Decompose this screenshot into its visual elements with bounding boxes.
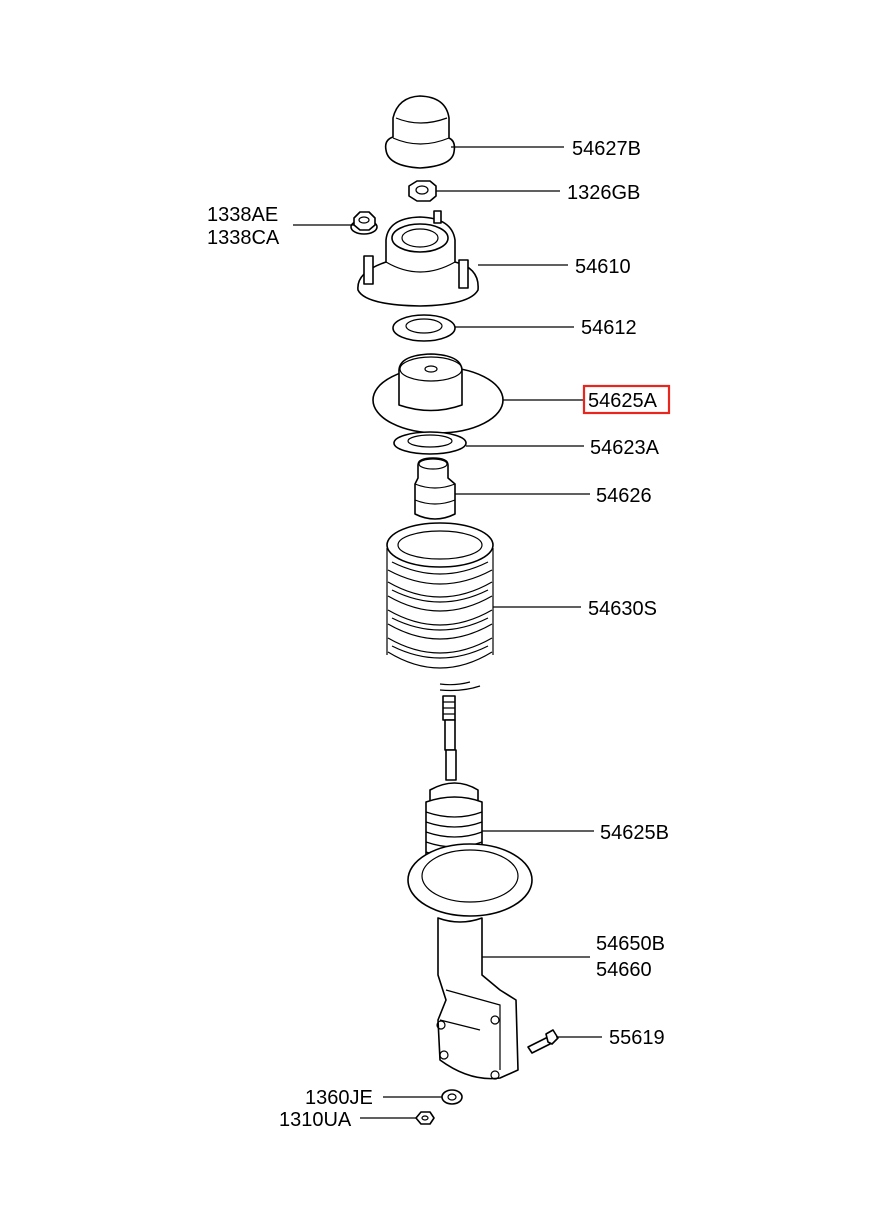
top-nut-part[interactable] bbox=[408, 180, 437, 202]
label-bump-stopper[interactable]: 54626 bbox=[596, 485, 652, 507]
label-strut-1[interactable]: 54650B bbox=[596, 933, 665, 955]
label-mount-nut-1[interactable]: 1338AE bbox=[207, 204, 278, 226]
label-top-nut[interactable]: 1326GB bbox=[567, 182, 640, 204]
leader-lines bbox=[293, 146, 602, 1119]
label-strut-2[interactable]: 54660 bbox=[596, 959, 652, 981]
coil-spring-part[interactable] bbox=[386, 522, 494, 692]
mount-nut-part[interactable] bbox=[350, 211, 378, 235]
label-bearing[interactable]: 54612 bbox=[581, 317, 637, 339]
label-top-cap[interactable]: 54627B bbox=[572, 138, 641, 160]
bump-stopper-part[interactable] bbox=[414, 457, 456, 520]
top-cap-part[interactable] bbox=[384, 95, 456, 169]
label-mount-nut-2[interactable]: 1338CA bbox=[207, 227, 280, 249]
washer-part[interactable] bbox=[441, 1089, 463, 1105]
part-labels: 54627B 1326GB 1338AE 1338CA 54610 54612 … bbox=[207, 138, 669, 1131]
label-washer[interactable]: 1360JE bbox=[305, 1087, 373, 1109]
label-strut-mount[interactable]: 54610 bbox=[575, 256, 631, 278]
highlight-box bbox=[582, 384, 671, 415]
label-upper-pad[interactable]: 54623A bbox=[590, 437, 660, 459]
bracket-bolt-part[interactable] bbox=[527, 1029, 559, 1054]
label-bottom-nut[interactable]: 1310UA bbox=[279, 1109, 352, 1131]
label-bracket-bolt[interactable]: 55619 bbox=[609, 1027, 665, 1049]
bottom-nut-part[interactable] bbox=[415, 1111, 435, 1125]
label-upper-seat[interactable]: 54625A bbox=[588, 390, 658, 412]
piston-rod-part bbox=[442, 695, 457, 781]
label-dust-cover[interactable]: 54625B bbox=[600, 822, 669, 844]
upper-seat-part[interactable] bbox=[372, 353, 504, 434]
upper-pad-part[interactable] bbox=[393, 431, 467, 455]
strut-mount-part[interactable] bbox=[357, 210, 479, 307]
strut-assembly-part[interactable] bbox=[407, 843, 533, 1080]
bearing-part[interactable] bbox=[392, 314, 456, 342]
label-coil-spring[interactable]: 54630S bbox=[588, 598, 657, 620]
